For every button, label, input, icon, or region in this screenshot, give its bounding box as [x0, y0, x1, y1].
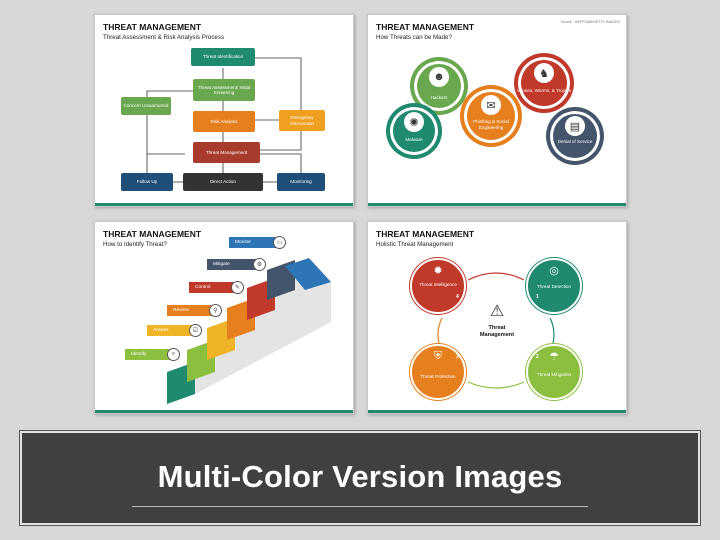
- risk-analysis-box: Risk Analysis: [193, 111, 255, 132]
- slide-title: THREAT MANAGEMENT: [103, 22, 202, 32]
- threat-mitigation-label: Threat Mitigation: [536, 372, 572, 377]
- warning-monitor-icon: ⚠: [489, 303, 505, 320]
- threat-protection-label: Threat Protection: [420, 374, 456, 379]
- malware-label: Malware: [405, 137, 423, 142]
- shield-hand-icon: ⛨: [433, 350, 443, 362]
- denial-of-service-label: Denial of Service: [557, 139, 593, 144]
- flowchart-connectors: [146, 57, 302, 183]
- control-icon: ✎: [231, 281, 244, 294]
- target-icon: ◎: [549, 265, 559, 277]
- step-control-label: Control: [189, 282, 237, 293]
- step-review-label: Review: [167, 305, 215, 316]
- section-banner: Multi-Color Version Images: [19, 430, 701, 526]
- fishing-hook-icon: ✉: [481, 95, 501, 115]
- hacker-icon: ☻: [429, 67, 449, 87]
- server-icon: ▤: [565, 116, 585, 136]
- trojan-horse-icon: ♞: [534, 63, 554, 83]
- monitoring-box: Monitoring: [277, 173, 325, 191]
- step-number-1: 1: [536, 294, 539, 300]
- center-label: Threat Management: [479, 325, 515, 338]
- step-assess-label: Assess: [147, 325, 195, 336]
- review-icon: ⚲: [209, 304, 222, 317]
- identify-icon: ⌕: [167, 348, 180, 361]
- step-number-2: 2: [536, 354, 539, 360]
- threat-identification-box: Threat Identification: [191, 48, 255, 66]
- concern-unwarranted-box: Concern Unwarranted: [121, 97, 171, 115]
- direct-action-box: Direct Action: [183, 173, 263, 191]
- hackers-label: Hackers: [430, 95, 448, 100]
- banner-title: Multi-Color Version Images: [157, 459, 563, 494]
- bug-icon: ✺: [404, 112, 424, 132]
- step-monitor-label: Monitor: [229, 237, 277, 248]
- staircase-graphic: [167, 258, 331, 404]
- slide-subtitle: How Threats can be Made?: [376, 34, 452, 41]
- slide-identify-threat[interactable]: THREAT MANAGEMENT How to Identify Threat…: [94, 221, 354, 414]
- threat-protection-circle: [410, 344, 466, 400]
- threat-intelligence-circle: [410, 258, 466, 314]
- step-mitigate-label: Mitigate: [207, 259, 257, 270]
- slide-threat-assessment[interactable]: THREAT MANAGEMENT Threat Assessment & Ri…: [94, 14, 354, 207]
- slide-title: THREAT MANAGEMENT: [103, 229, 202, 239]
- threat-intelligence-label: Threat Intelligence: [419, 282, 457, 287]
- phishing-label: Phishing & Social Engineering: [473, 119, 509, 130]
- threat-management-box: Threat Management: [193, 142, 260, 163]
- viruses-gear: [514, 53, 574, 113]
- image-source: Source : ARFPSAM/GETTY IMAGES: [560, 20, 620, 24]
- slide-subtitle: How to Identify Threat?: [103, 241, 167, 248]
- threat-detection-circle: [526, 258, 582, 314]
- mitigate-icon: ⚙: [253, 258, 266, 271]
- monitor-icon: ▭: [273, 236, 286, 249]
- brain-icon: ✹: [433, 265, 443, 277]
- viruses-label: Viruses, Worms, & Trojans: [516, 88, 572, 93]
- slide-title: THREAT MANAGEMENT: [376, 229, 475, 239]
- threat-mitigation-circle: [526, 344, 582, 400]
- slide-subtitle: Holistic Threat Management: [376, 241, 454, 248]
- slide-holistic-threat-management[interactable]: THREAT MANAGEMENT Holistic Threat Manage…: [367, 221, 627, 414]
- step-number-4: 4: [456, 294, 459, 300]
- slide-subtitle: Threat Assessment & Risk Analysis Proces…: [103, 34, 225, 41]
- slide-how-threats-made[interactable]: THREAT MANAGEMENT How Threats can be Mad…: [367, 14, 627, 207]
- follow-up-box: Follow Up: [121, 173, 173, 191]
- threat-assessment-box: Threat Assessment/ Initial Screening: [193, 79, 255, 101]
- slide-title: THREAT MANAGEMENT: [376, 22, 475, 32]
- step-identify-label: Identify: [125, 349, 173, 360]
- banner-underline: [132, 506, 588, 507]
- assess-icon: ☑: [189, 324, 202, 337]
- step-number-3: 3: [456, 354, 459, 360]
- umbrella-icon: ☂: [549, 351, 559, 363]
- threat-detection-label: Threat Detection: [537, 284, 571, 289]
- emergency-intervention-box: Emergency Intervention: [279, 110, 325, 131]
- denial-of-service-gear: [546, 107, 604, 165]
